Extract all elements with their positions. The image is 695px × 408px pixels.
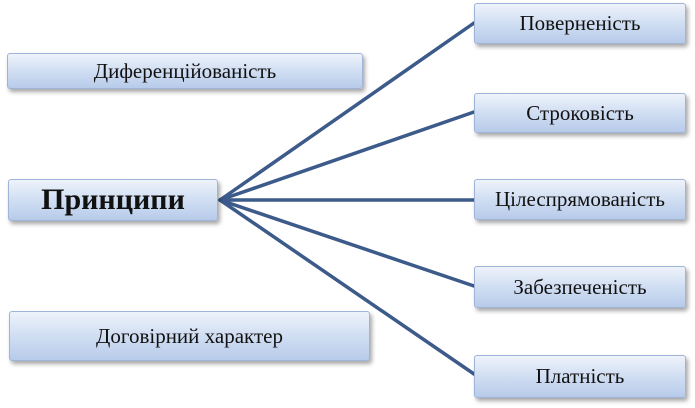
node-pryntsypy-center: Принципи: [8, 179, 218, 221]
node-label: Диференційованість: [93, 58, 277, 83]
node-strokovist: Строковість: [474, 93, 686, 133]
node-dogovirnyi-kharakter: Договірний характер: [9, 311, 370, 361]
node-tsilespriamovanist: Цілеспрямованість: [474, 179, 686, 220]
connector-to-povernenist: [218, 21, 476, 202]
node-platnist: Платність: [474, 355, 686, 398]
node-label: Поверненість: [519, 11, 641, 35]
node-label: Строковість: [526, 100, 634, 125]
node-label: Платність: [535, 364, 625, 388]
node-povernenist: Поверненість: [474, 3, 686, 44]
node-label: Принципи: [41, 183, 185, 216]
node-label: Договірний характер: [96, 323, 283, 348]
node-zabezpechenist: Забезпеченість: [474, 266, 686, 308]
connector-to-zabezpechenist: [218, 198, 476, 288]
node-label: Цілеспрямованість: [495, 187, 665, 211]
node-label: Забезпеченість: [513, 274, 647, 299]
connector-to-platnist: [218, 198, 476, 376]
connector-to-strokovist: [218, 110, 476, 202]
node-dyferentsiiovanist: Диференційованість: [7, 53, 363, 89]
